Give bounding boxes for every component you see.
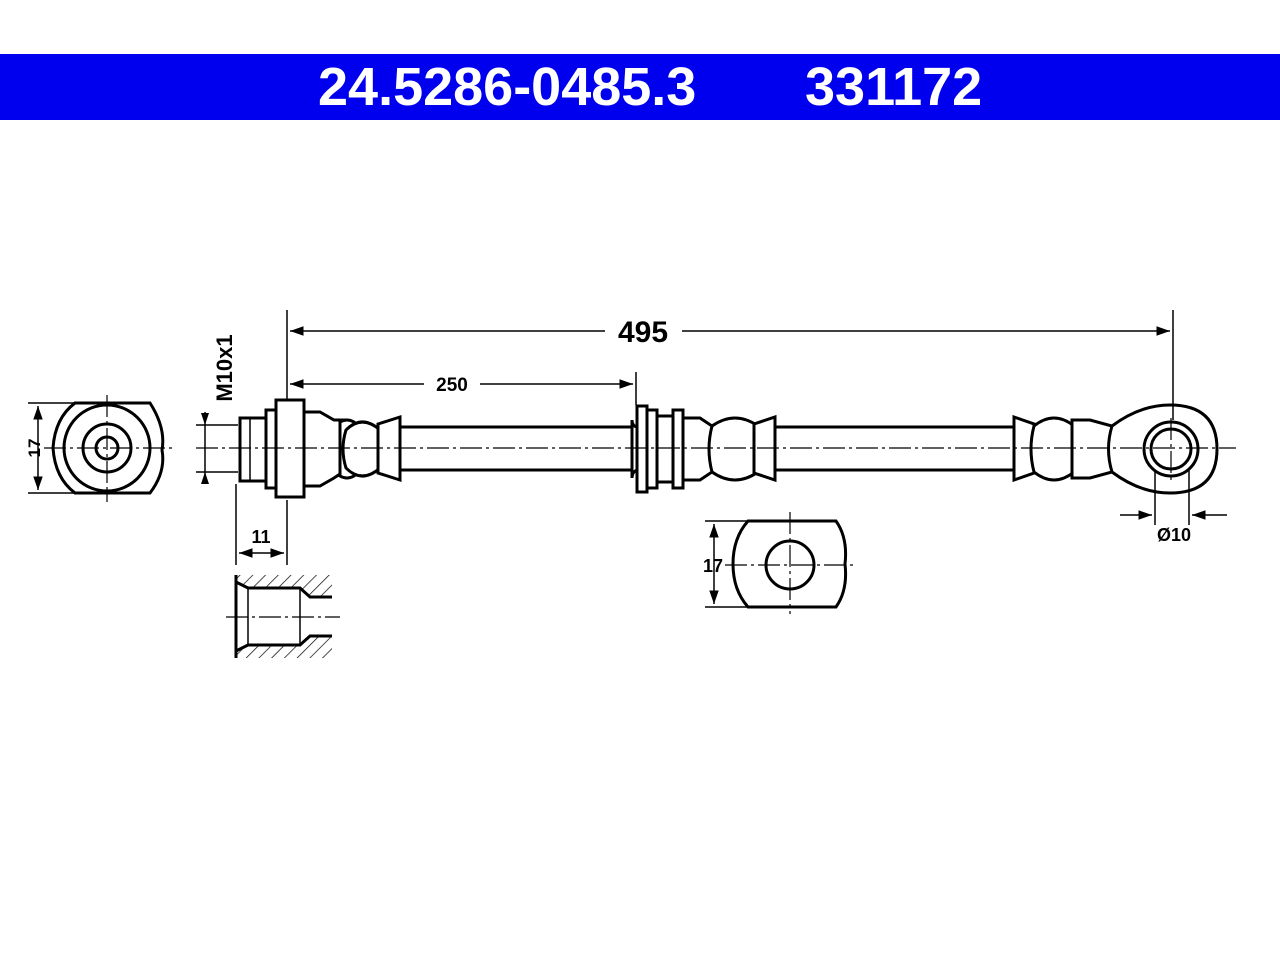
end-view-fitting — [44, 395, 176, 502]
port-section-view — [226, 575, 340, 658]
header-bar — [0, 54, 1280, 120]
overall-length-dimension — [286, 310, 1174, 420]
eye-diameter-dimension — [1120, 470, 1227, 525]
reference-number: 331172 — [805, 57, 983, 117]
bracket-width-dimension — [705, 520, 752, 608]
end-view-width-dimension — [28, 402, 78, 494]
thread-depth-dimension — [235, 484, 288, 565]
overall-length-label: 495 — [618, 316, 668, 349]
bracket-width-label: 17 — [703, 556, 723, 576]
thread-size-label: M10x1 — [212, 334, 237, 401]
thread-depth-label: 11 — [251, 527, 270, 547]
eye-diameter-label: Ø10 — [1157, 525, 1191, 545]
bracket-view — [725, 512, 855, 614]
end-flat-width-label: 17 — [25, 439, 44, 458]
part-number: 24.5286-0485.3 — [318, 57, 697, 117]
mid-length-label: 250 — [436, 375, 468, 396]
mid-length-dimension — [290, 372, 637, 405]
brake-hose-side-view — [196, 398, 1236, 499]
